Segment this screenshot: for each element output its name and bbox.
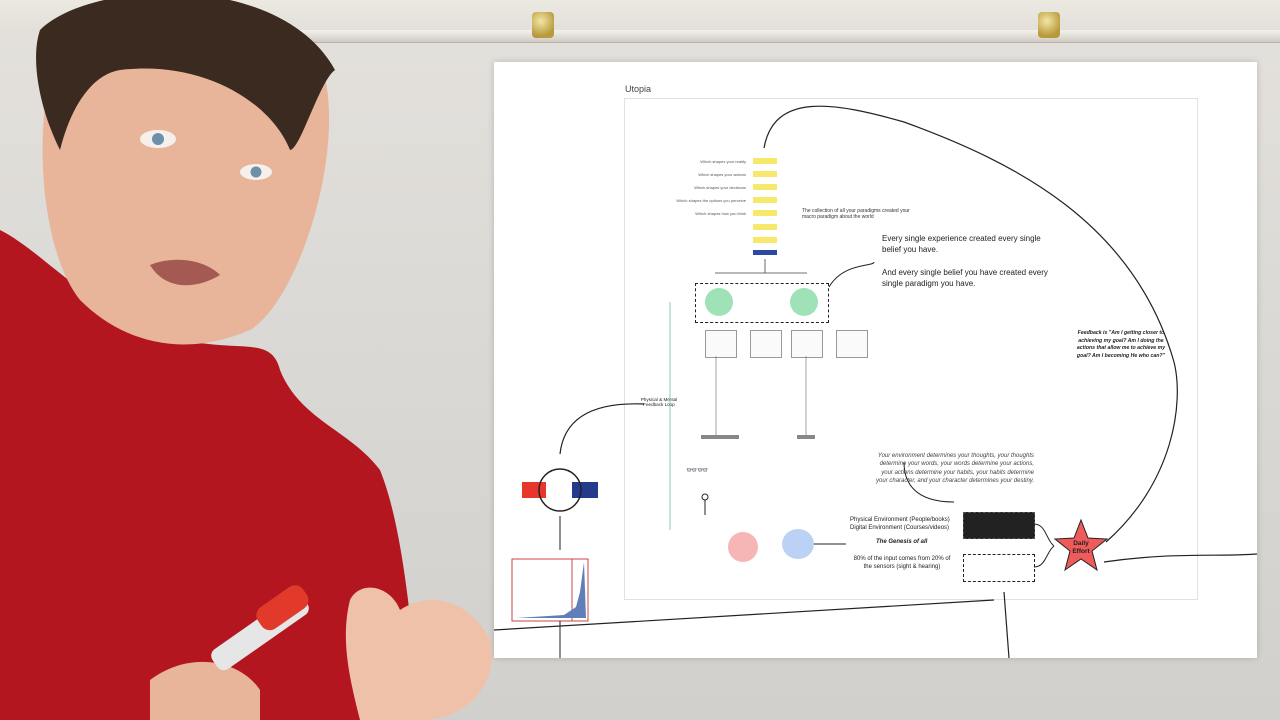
stick-figure-head: [701, 493, 709, 501]
navy-box-loop: [572, 482, 598, 498]
blue-circle: [782, 529, 814, 559]
paradigm-note: The collection of all your paradigms cre…: [802, 208, 910, 220]
left-iris: [152, 133, 164, 145]
yellow-box: [753, 171, 777, 177]
feedback-text: Feedback is "Am I getting closer to achi…: [1076, 330, 1166, 359]
loop-circle: [538, 468, 582, 512]
black-box: [963, 512, 1035, 539]
yellow-box: [753, 158, 777, 164]
histogram-frame-right: [571, 558, 589, 622]
hair: [36, 0, 335, 150]
diagram-lines: [494, 105, 1257, 658]
board-title: Utopia: [625, 84, 652, 94]
yellow-box: [753, 197, 777, 203]
environment-quote: Your environment determines your thought…: [876, 453, 1034, 485]
curve-belief-arrow: [828, 261, 875, 288]
mouth: [150, 259, 220, 286]
yellow-box: [753, 224, 777, 230]
yellow-box: [753, 210, 777, 216]
mini-chart-box: [791, 330, 823, 358]
pink-circle: [728, 532, 758, 562]
left-hand: [150, 661, 260, 720]
quote-connector: [903, 461, 955, 503]
mini-chart-box: [750, 330, 782, 358]
green-circle-left: [705, 288, 733, 316]
digital-environment: Digital Environment (Courses/videos): [850, 525, 950, 531]
histogram-frame-left: [511, 558, 573, 622]
right-hand: [345, 587, 492, 720]
belief-text-2: And every single belief you have created…: [882, 268, 1048, 288]
red-hoodie: [0, 230, 420, 720]
navy-box: [753, 250, 777, 255]
right-iris: [250, 166, 262, 178]
grey-bar: [797, 435, 815, 439]
rail-clip-right: [1038, 12, 1060, 38]
marker-cap: [256, 585, 309, 631]
dashed-box: [963, 554, 1035, 582]
rail-clip-left: [532, 12, 554, 38]
yellow-box: [753, 237, 777, 243]
sensors-note: 80% of the input comes from 20% of the s…: [853, 556, 951, 571]
bottom-curve: [494, 599, 995, 631]
daily-effort-label: Daily Effort: [1072, 540, 1090, 555]
diagram-frame: [624, 98, 1198, 600]
star-shape: [1053, 518, 1109, 572]
belief-text-1: Every single experience created every si…: [882, 234, 1041, 254]
physical-environment: Physical Environment (People/books): [850, 517, 950, 523]
histogram-shape: [516, 562, 586, 618]
green-circle-right: [790, 288, 818, 316]
star-connectors: [1033, 523, 1055, 568]
diagram-board: Utopia Which shapes your reality Which s…: [494, 62, 1257, 658]
presenter: [0, 0, 492, 720]
right-curve: [1103, 553, 1257, 563]
mini-chart-box: [836, 330, 868, 358]
yellow-box: [753, 184, 777, 190]
dashed-paradigm-group: [695, 283, 829, 323]
glasses-icon: 👓👓: [686, 465, 709, 475]
question-4: Which shapes the options you perceive: [676, 198, 746, 203]
grey-bar: [701, 435, 739, 439]
feedback-loop-label: Physical & Mental Feedback Loop: [640, 397, 678, 407]
question-2: Which shapes your actions: [698, 172, 746, 177]
question-3: Which shapes your decisions: [694, 185, 746, 190]
vertical-curve: [1003, 591, 1010, 658]
curve-top-arrow: [763, 105, 1178, 543]
mini-chart-box: [705, 330, 737, 358]
question-1: Which shapes your reality: [700, 159, 746, 164]
question-5: Which shapes how you think: [695, 211, 746, 216]
curve-feedback-arrow: [559, 403, 645, 455]
genesis-label: The Genesis of all: [876, 539, 928, 545]
